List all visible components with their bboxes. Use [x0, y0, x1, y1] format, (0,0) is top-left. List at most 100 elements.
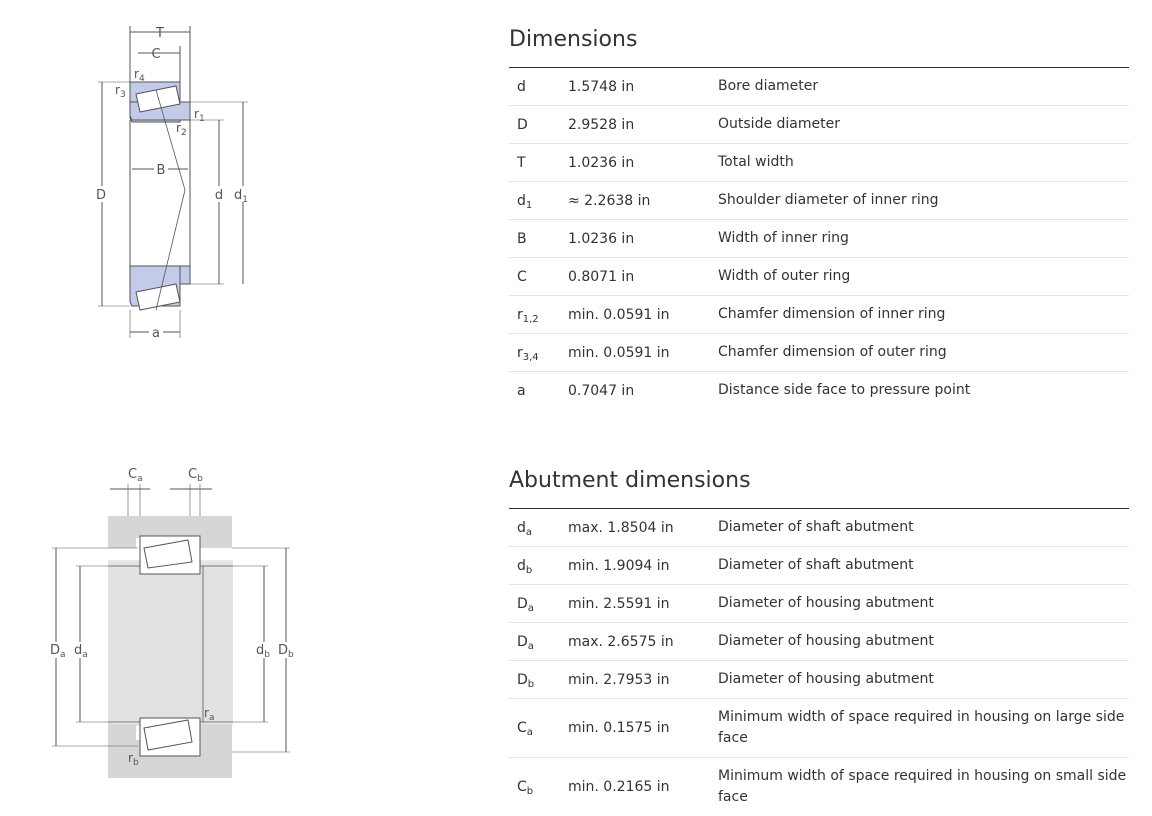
value-cell: min. 1.9094 in — [568, 557, 670, 574]
symbol-subscript: a — [525, 526, 533, 538]
symbol: r — [517, 344, 523, 361]
table-row: C 0.8071 in Width of outer ring — [509, 258, 1129, 296]
symbol-cell: r3,4 — [509, 344, 568, 363]
symbol: d — [517, 519, 526, 536]
symbol: D — [517, 633, 528, 650]
symbol: D — [517, 671, 528, 688]
label-Db: Db — [278, 643, 294, 660]
value-cell: 1.0236 in — [568, 154, 635, 171]
description-cell: Diameter of housing abutment — [718, 595, 934, 611]
symbol: D — [517, 116, 528, 133]
symbol: D — [517, 595, 528, 612]
symbol-cell: r1,2 — [509, 306, 568, 325]
value-cell: max. 1.8504 in — [568, 519, 674, 536]
value-cell: 2.9528 in — [568, 116, 635, 133]
table-row: d 1.5748 in Bore diameter — [509, 68, 1129, 106]
value-cell: 0.8071 in — [568, 268, 635, 285]
value-cell: min. 0.2165 in — [568, 779, 670, 795]
table-row: Da max. 2.6575 in Diameter of housing abut… — [509, 623, 1129, 661]
symbol-cell: da — [509, 519, 568, 538]
value-cell: min. 0.0591 in — [568, 306, 670, 323]
description-cell: Chamfer dimension of outer ring — [718, 344, 947, 360]
label-r4: r4 — [134, 67, 145, 84]
symbol: r — [517, 306, 523, 323]
symbol-cell: Ca — [509, 720, 568, 738]
symbol-cell: C — [509, 269, 568, 285]
symbol: T — [517, 154, 526, 171]
label-rb: rb — [128, 751, 139, 768]
table-row: d1 ≈ 2.2638 in Shoulder diameter of inner … — [509, 182, 1129, 220]
symbol: B — [517, 230, 527, 247]
description-cell: Distance side face to pressure point — [718, 382, 971, 398]
description-cell: Minimum width of space required in housi… — [718, 768, 1127, 805]
description-cell: Width of inner ring — [718, 230, 849, 246]
label-d1: d1 — [234, 188, 248, 205]
description-cell: Width of outer ring — [718, 268, 851, 284]
label-Cb: Cb — [188, 467, 203, 484]
label-r2: r2 — [176, 121, 187, 138]
symbol: C — [517, 268, 527, 285]
label-T: T — [155, 26, 164, 41]
symbol-subscript: b — [527, 678, 535, 690]
description-cell: Outside diameter — [718, 116, 840, 132]
description-cell: Total width — [718, 154, 794, 170]
value-cell: 1.5748 in — [568, 78, 635, 95]
bearing-dimensions-diagram: T C r4 r3 r1 r2 B D d d1 a — [94, 26, 254, 341]
symbol-subscript: a — [527, 640, 534, 652]
label-db: db — [256, 643, 270, 660]
abutment-title: Abutment dimensions — [509, 465, 1129, 509]
symbol: d — [517, 557, 526, 574]
symbol-cell: D — [509, 117, 568, 133]
label-r1: r1 — [194, 107, 205, 124]
value-cell: min. 2.5591 in — [568, 595, 670, 612]
label-C: C — [151, 47, 160, 62]
label-ra: ra — [204, 706, 214, 723]
description-cell: Diameter of shaft abutment — [718, 519, 914, 535]
description-cell: Bore diameter — [718, 78, 819, 94]
description-cell: Diameter of shaft abutment — [718, 557, 914, 573]
symbol-cell: T — [509, 155, 568, 171]
label-Da: Da — [50, 643, 66, 660]
symbol-cell: Da — [509, 595, 568, 614]
value-cell: ≈ 2.2638 in — [568, 192, 651, 209]
symbol-cell: a — [509, 383, 568, 399]
value-cell: max. 2.6575 in — [568, 633, 674, 650]
description-cell: Shoulder diameter of inner ring — [718, 192, 939, 208]
value-cell: 0.7047 in — [568, 382, 635, 399]
label-r3: r3 — [115, 83, 126, 100]
value-cell: min. 0.0591 in — [568, 344, 670, 361]
dimensions-title: Dimensions — [509, 24, 1129, 68]
symbol-subscript: 3,4 — [522, 351, 539, 363]
label-D: D — [96, 188, 106, 203]
description-cell: Chamfer dimension of inner ring — [718, 306, 946, 322]
value-cell: min. 0.1575 in — [568, 720, 670, 736]
table-row: a 0.7047 in Distance side face to pressure… — [509, 372, 1129, 409]
description-cell: Diameter of housing abutment — [718, 633, 934, 649]
symbol: d — [517, 78, 526, 95]
symbol-cell: Cb — [509, 779, 568, 797]
label-da: da — [74, 643, 88, 660]
symbol-subscript: 1 — [525, 199, 533, 211]
label-B: B — [157, 163, 166, 178]
symbol-subscript: b — [526, 786, 534, 797]
symbol: a — [517, 382, 526, 399]
symbol: d — [517, 192, 526, 209]
symbol-cell: Db — [509, 671, 568, 690]
description-cell: Diameter of housing abutment — [718, 671, 934, 687]
description-cell: Minimum width of space required in housi… — [718, 709, 1125, 746]
table-row: D 2.9528 in Outside diameter — [509, 106, 1129, 144]
symbol-subscript: 1,2 — [522, 313, 539, 325]
symbol-cell: B — [509, 231, 568, 247]
symbol-subscript: a — [526, 727, 533, 738]
abutment-dimensions-diagram: Ca Cb Da da db Db ra rb — [48, 467, 302, 778]
